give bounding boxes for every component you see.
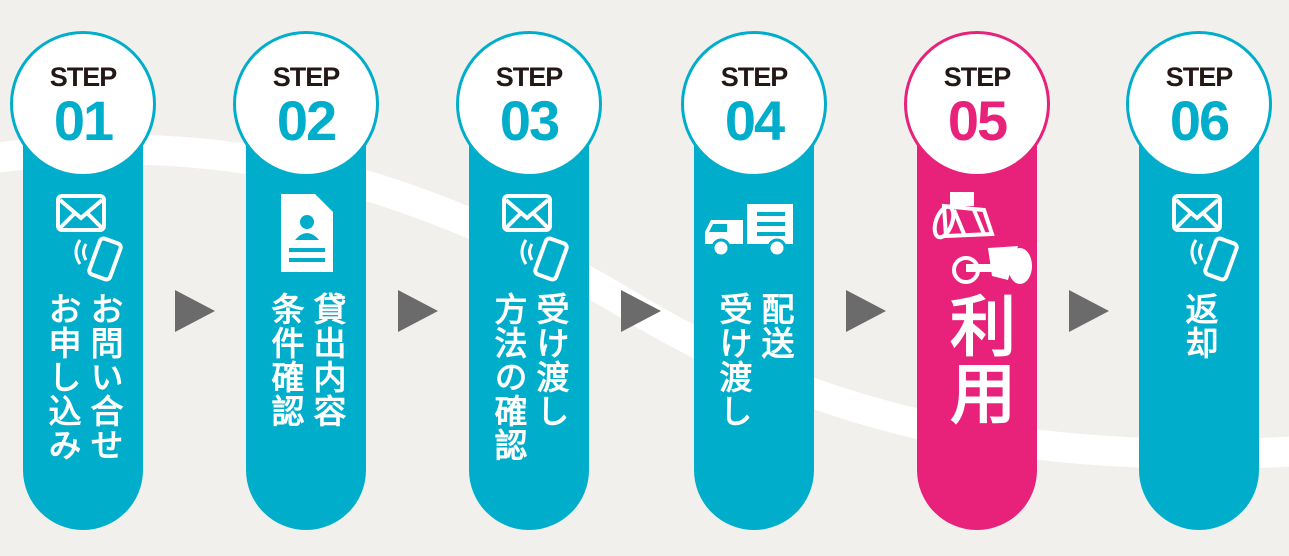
mail-phone-icon xyxy=(1172,194,1239,282)
arrow-right-icon xyxy=(175,290,215,332)
step-number: 04 xyxy=(724,89,785,152)
step-text-line: 条件確認 xyxy=(266,292,305,428)
step-number: 02 xyxy=(276,89,337,152)
step-description: 受け渡し方法の確認 xyxy=(456,292,602,462)
step-text-line: お問い合せ xyxy=(85,292,124,462)
step-label: STEP xyxy=(1165,62,1234,92)
mail-phone-icon xyxy=(56,194,123,282)
step-label: STEP xyxy=(720,62,789,92)
step-label: STEP xyxy=(272,62,341,92)
step-description: お問い合せお申し込み xyxy=(10,292,156,462)
document-icon xyxy=(281,194,333,272)
step-text-line: 方法の確認 xyxy=(489,292,528,462)
step-description: 貸出内容条件確認 xyxy=(233,292,379,428)
arrow-right-icon xyxy=(1069,290,1109,332)
step-number: 01 xyxy=(53,89,114,152)
step-text-line: 配送 xyxy=(756,292,795,360)
step-label: STEP xyxy=(49,62,118,92)
arrow-right-icon xyxy=(398,290,438,332)
step-text-line: 利用 xyxy=(939,292,1016,426)
wheelchair-icon xyxy=(932,192,1032,284)
arrow-right-icon xyxy=(846,290,886,332)
arrow-right-icon xyxy=(621,290,661,332)
step-description: 配送受け渡し xyxy=(681,292,827,428)
step-label: STEP xyxy=(943,62,1012,92)
step-number: 06 xyxy=(1169,89,1230,152)
step-number: 05 xyxy=(947,89,1008,152)
step-description: 利用 xyxy=(904,292,1050,426)
step-text-line: 受け渡し xyxy=(531,292,570,428)
step-description: 返却 xyxy=(1126,292,1272,360)
step-text-line: お申し込み xyxy=(43,292,82,462)
step-text-line: 貸出内容 xyxy=(308,292,347,428)
step-label: STEP xyxy=(495,62,564,92)
mail-phone-icon xyxy=(502,194,569,282)
truck-icon xyxy=(705,204,793,258)
step-text-line: 返却 xyxy=(1180,292,1219,360)
step-number: 03 xyxy=(499,89,560,152)
step-text-line: 受け渡し xyxy=(714,292,753,428)
